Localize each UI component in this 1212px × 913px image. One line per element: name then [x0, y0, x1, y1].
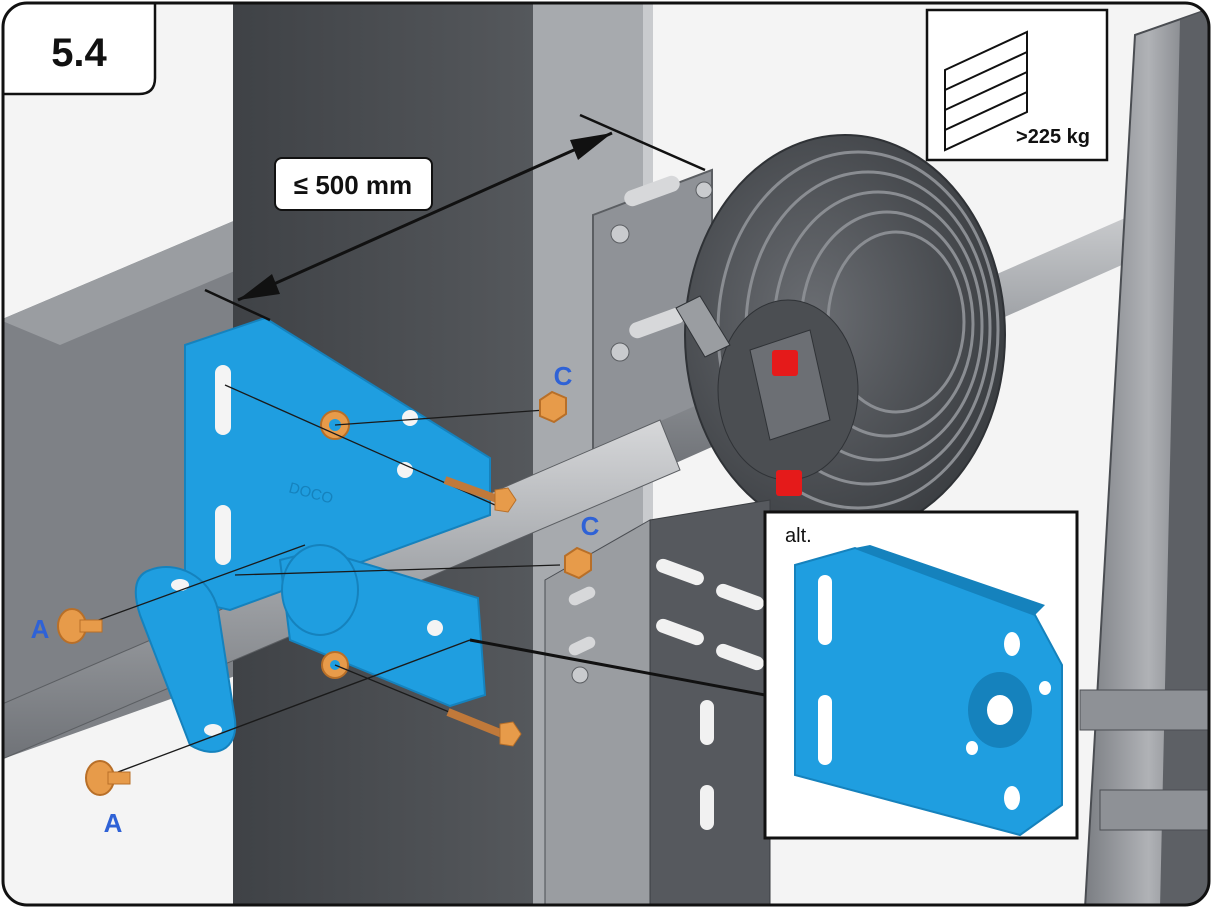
part-label-c: C	[554, 361, 573, 391]
set-screw-cap	[776, 470, 802, 496]
alternative-bracket-icon	[794, 546, 1063, 837]
part-label-a: A	[31, 614, 50, 644]
cable-drum	[675, 134, 1006, 536]
part-label-a: A	[104, 808, 123, 838]
door-panel-icon	[944, 30, 1028, 152]
weight-label: >225 kg	[1016, 126, 1090, 148]
bearing-bracket: DOCO	[184, 316, 491, 708]
fastener-bolt-a-top	[57, 608, 103, 644]
fastener-bolt-a-bottom	[85, 760, 131, 796]
callout-leader	[469, 638, 766, 697]
dimension-label: ≤ 500 mm	[294, 170, 412, 200]
bearing-plate	[134, 565, 237, 753]
vertical-track	[544, 499, 771, 905]
fastener-nut-c-top	[539, 390, 567, 424]
fastener-carriage-bolt-top	[443, 476, 517, 513]
alternative-bracket-inset: alt.	[763, 510, 1079, 840]
dimension-indicator: ≤ 500 mm	[204, 113, 706, 322]
part-label-c: C	[581, 511, 600, 541]
door-weight-indicator: >225 kg	[925, 8, 1109, 162]
step-number: 5.4	[51, 31, 107, 75]
fastener-nut-c-bottom	[564, 546, 592, 580]
inset-label: alt.	[785, 525, 812, 547]
fastener-carriage-bolt-bottom	[446, 708, 522, 747]
step-badge: 5.4	[3, 3, 157, 96]
set-screw-cap	[772, 350, 798, 376]
